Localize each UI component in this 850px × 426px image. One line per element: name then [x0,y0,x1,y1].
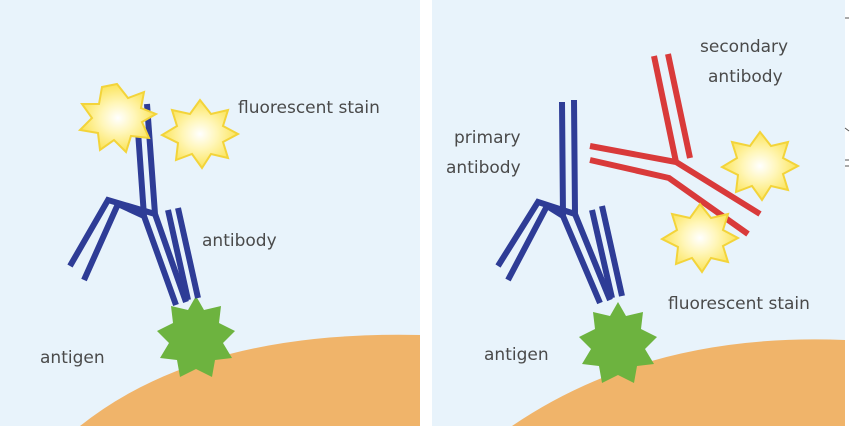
fluorescent-stain-star [719,130,801,202]
fluorescent-stain-star [159,98,241,170]
label-fluorescent-stain: fluorescent stain [668,294,810,314]
label-primary-antibody-line1: primary [454,128,521,148]
primary-antibody [67,102,201,307]
right-panel: secondary antibody primary antibody fluo… [432,0,845,426]
antigen-star [579,302,657,383]
label-primary-antibody-line2: antibody [446,158,521,178]
label-fluorescent-stain: fluorescent stain [238,98,380,118]
edge-artifacts [844,17,850,167]
fluorescent-stain-star [77,82,159,154]
fluorescent-stain-star [659,202,741,274]
label-antibody: antibody [202,231,277,251]
label-antigen: antigen [484,345,549,365]
cell-membrane [512,339,845,426]
cell-membrane [80,334,420,426]
label-antigen: antigen [40,348,105,368]
antigen-star [157,296,235,377]
left-panel: fluorescent stain antibody antigen [0,0,420,426]
primary-antibody [495,99,625,305]
label-secondary-antibody-line1: secondary [700,37,788,57]
label-secondary-antibody-line2: antibody [708,67,783,87]
